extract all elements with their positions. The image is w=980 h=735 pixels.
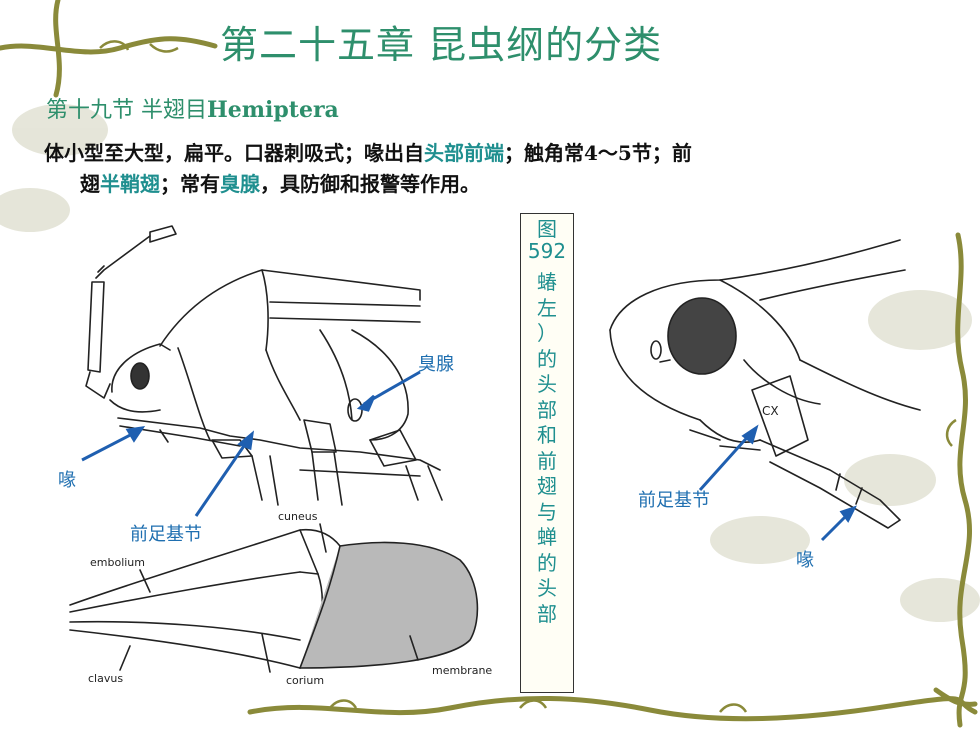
figure-caption-text: 蝽左）的头部和前翅与蝉的头部 xyxy=(537,270,557,626)
body-part-3: 翅 xyxy=(80,172,100,196)
bug-lateral-drawing xyxy=(85,225,443,506)
section-subtitle: 第十九节 半翅目Hemiptera xyxy=(46,92,339,124)
body-highlight-head-front: 头部前端 xyxy=(424,141,504,165)
fore-coxa-arrow-left xyxy=(194,439,250,517)
body-part-5: ，具防御和报警等作用。 xyxy=(260,172,480,196)
hemelytron-drawing xyxy=(69,523,479,673)
body-part-1: 体小型至大型，扁平。口器刺吸式；喙出自 xyxy=(44,141,424,165)
label-membrane: membrane xyxy=(432,664,493,677)
page-title: 第二十五章 昆虫纲的分类 xyxy=(220,23,663,67)
label-fore-coxa-left: 前足基节 xyxy=(130,524,202,545)
label-fore-coxa-right: 前足基节 xyxy=(638,490,710,511)
label-corium: corium xyxy=(286,674,325,687)
body-part-2: ；触角常4～5节；前 xyxy=(504,141,692,165)
body-line-2: 翅半鞘翅；常有臭腺，具防御和报警等作用。 xyxy=(44,169,934,200)
label-cuneus: cuneus xyxy=(278,510,318,523)
beak-arrow-left xyxy=(81,430,137,462)
cicada-head-drawing xyxy=(609,239,921,529)
label-stink-gland: 臭腺 xyxy=(418,354,454,375)
label-beak-left: 喙 xyxy=(58,470,76,491)
label-clavus: clavus xyxy=(88,672,124,685)
body-part-4: ；常有 xyxy=(160,172,220,196)
body-highlight-hemelytra: 半鞘翅 xyxy=(100,172,160,196)
description-paragraph: 体小型至大型，扁平。口器刺吸式；喙出自头部前端；触角常4～5节；前 翅半鞘翅；常… xyxy=(44,138,934,200)
subtitle-en: Hemiptera xyxy=(207,97,339,123)
label-beak-right: 喙 xyxy=(796,550,814,571)
body-highlight-stink-gland: 臭腺 xyxy=(220,172,260,196)
subtitle-cn: 第十九节 半翅目 xyxy=(46,98,207,123)
fore-coxa-arrow-right xyxy=(698,430,754,492)
label-cx: CX xyxy=(762,404,779,418)
label-embolium: embolium xyxy=(90,556,145,569)
